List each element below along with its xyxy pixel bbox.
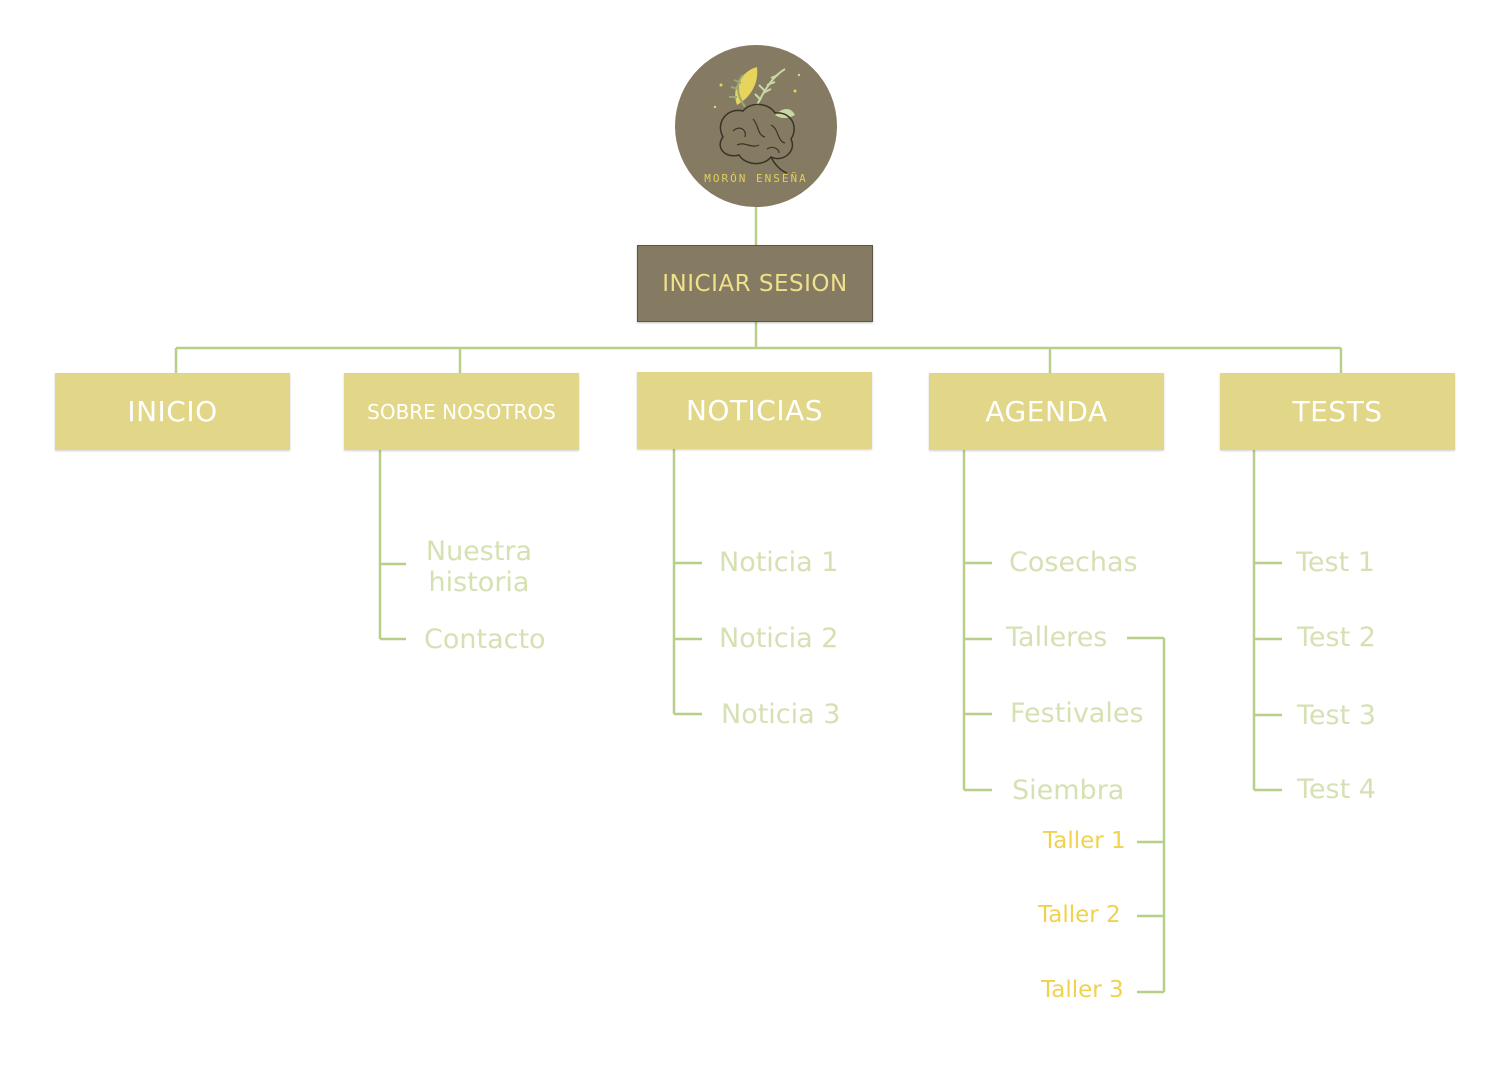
sub-festivales[interactable]: Festivales [1010, 698, 1144, 729]
category-noticias[interactable]: NOTICIAS [637, 372, 872, 449]
category-sobre-nosotros[interactable]: SOBRE NOSOTROS [344, 373, 579, 450]
logo-text: MORÓN ENSEÑA [704, 172, 808, 185]
logo: MORÓN ENSEÑA [675, 45, 837, 207]
category-tests[interactable]: TESTS [1220, 373, 1455, 450]
sub-test-1[interactable]: Test 1 [1296, 547, 1375, 578]
iniciar-sesion-button[interactable]: INICIAR SESION [637, 245, 873, 322]
sub-talleres[interactable]: Talleres [1006, 622, 1108, 653]
sub-noticia-3[interactable]: Noticia 3 [721, 699, 841, 730]
category-inicio[interactable]: INICIO [55, 373, 290, 450]
brain-plant-icon [713, 67, 801, 174]
taller-3[interactable]: Taller 3 [1041, 977, 1124, 1003]
sub-test-2[interactable]: Test 2 [1297, 622, 1376, 653]
taller-1[interactable]: Taller 1 [1043, 828, 1126, 854]
sub-noticia-2[interactable]: Noticia 2 [719, 623, 839, 654]
sub-test-3[interactable]: Test 3 [1297, 700, 1376, 731]
sub-test-4[interactable]: Test 4 [1297, 774, 1376, 805]
sub-contacto[interactable]: Contacto [424, 624, 546, 655]
sub-noticia-1[interactable]: Noticia 1 [719, 547, 839, 578]
sub-siembra[interactable]: Siembra [1012, 775, 1125, 806]
category-agenda[interactable]: AGENDA [929, 373, 1164, 450]
sub-nuestra-historia[interactable]: Nuestra historia [425, 536, 533, 598]
taller-2[interactable]: Taller 2 [1038, 902, 1121, 928]
sub-cosechas[interactable]: Cosechas [1009, 547, 1138, 578]
